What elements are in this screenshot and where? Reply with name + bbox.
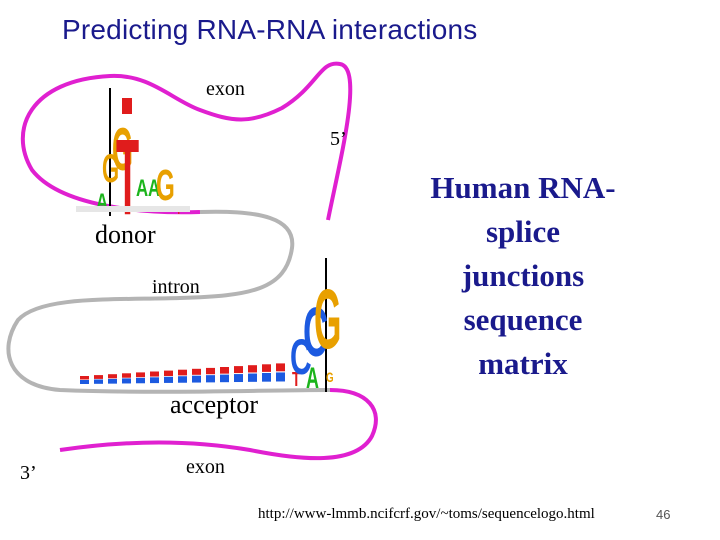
- pyrimidine-mark: [262, 364, 271, 372]
- exon-strand-bottom: [59, 388, 378, 461]
- pyrimidine-mark: [94, 379, 103, 384]
- pyrimidine-mark: [248, 365, 257, 373]
- pyrimidine-mark: [248, 373, 257, 382]
- exon-label-bottom: exon: [186, 456, 225, 478]
- caption-line: splice: [485, 214, 561, 249]
- pyrimidine-mark: [192, 375, 201, 383]
- pyrimidine-mark: [94, 375, 103, 379]
- pyrimidine-mark: [122, 373, 131, 378]
- acceptor-letter: G: [314, 272, 341, 366]
- pyrimidine-mark: [220, 374, 229, 383]
- intron-strand: [6, 209, 331, 394]
- acceptor-letter: C: [303, 293, 328, 371]
- donor-label: donor: [95, 220, 156, 249]
- pyrimidine-mark: [150, 377, 159, 384]
- intron-label: intron: [152, 276, 200, 298]
- caption-block: Human RNA- splice junctions sequence mat…: [408, 166, 638, 386]
- caption-line: matrix: [478, 346, 568, 381]
- donor-letter: G: [112, 116, 133, 183]
- pyrimidine-mark: [206, 375, 215, 383]
- pyrimidine-mark: [276, 372, 285, 382]
- pyrimidine-mark: [122, 378, 131, 384]
- page-number: 46: [656, 507, 671, 522]
- donor-small-bases: [76, 206, 190, 212]
- pyrimidine-mark: [80, 376, 89, 380]
- pyrimidine-mark: [178, 376, 187, 383]
- pyrimidine-mark: [108, 374, 117, 379]
- pyrimidine-mark: [220, 367, 229, 374]
- acceptor-letter: T: [292, 367, 301, 390]
- pyrimidine-mark: [136, 377, 145, 384]
- donor-letter: A: [136, 175, 148, 202]
- donor-letter: G: [102, 146, 119, 191]
- pyrimidine-mark: [234, 366, 243, 374]
- pyrimidine-mark: [192, 368, 201, 375]
- pyrimidine-mark: [136, 372, 145, 378]
- caption-line: junctions: [461, 258, 585, 293]
- three-prime-label: 3’: [20, 462, 37, 484]
- caption-line: sequence: [463, 302, 583, 337]
- exon-label-top: exon: [206, 78, 245, 100]
- acceptor-letter: G: [326, 369, 334, 385]
- caption-line: Human RNA-: [430, 170, 616, 205]
- donor-letter: G: [156, 160, 175, 210]
- five-prime-label: 5’: [330, 128, 347, 150]
- pyrimidine-mark: [80, 380, 89, 384]
- donor-letter: A: [148, 175, 160, 202]
- pyrimidine-mark: [150, 371, 159, 377]
- pyrimidine-mark: [276, 363, 285, 372]
- pyrimidine-mark: [164, 370, 173, 376]
- pyrimidine-mark: [178, 369, 187, 376]
- pyrimidine-mark: [262, 372, 271, 382]
- donor-marker: [122, 98, 132, 114]
- slide-title: Predicting RNA-RNA interactions: [62, 14, 478, 45]
- pyrimidine-mark: [164, 376, 173, 383]
- source-url[interactable]: http://www-lmmb.ncifcrf.gov/~toms/sequen…: [258, 506, 595, 522]
- acceptor-pyrimidine-tract: [80, 363, 285, 384]
- pyrimidine-mark: [206, 367, 215, 375]
- acceptor-letter: A: [306, 363, 319, 396]
- pyrimidine-mark: [234, 374, 243, 383]
- pyrimidine-mark: [108, 378, 117, 384]
- acceptor-label: acceptor: [170, 390, 259, 419]
- acceptor-letter: C: [290, 329, 312, 385]
- exon-strand-top: [20, 61, 353, 221]
